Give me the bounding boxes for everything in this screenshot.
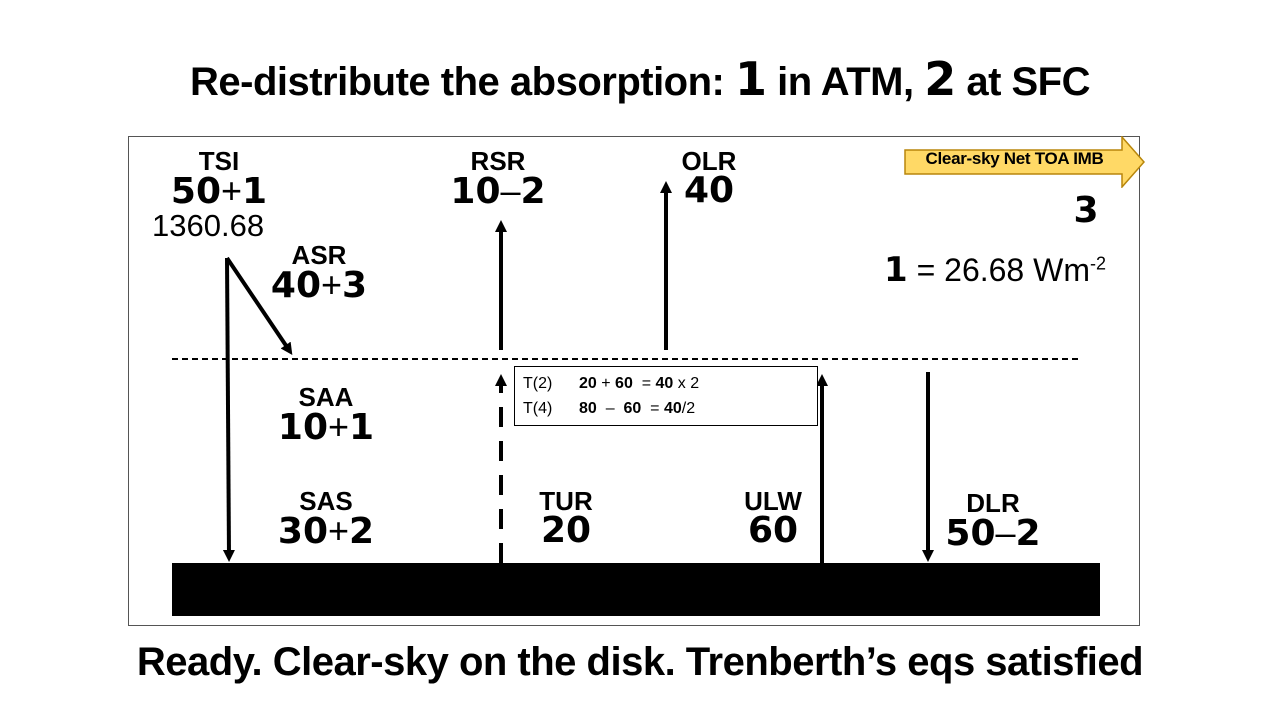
unit-note-number: 1: [884, 250, 908, 290]
asr-value: 40+3: [270, 264, 368, 306]
ulw-value: 60: [747, 510, 799, 551]
sas-value: 30+2: [277, 510, 375, 552]
asr-label: ASR: [291, 240, 347, 270]
olr-label: OLR: [681, 146, 737, 176]
dlr-label: DLR: [966, 488, 1020, 518]
surface-bar: [172, 563, 1100, 616]
rsr-value: 10–2: [450, 170, 546, 212]
title-text-2: in ATM,: [766, 60, 925, 104]
equation-row-1: T(2)20 + 60 = 40 x 2: [523, 375, 700, 392]
sas-label: SAS: [299, 486, 353, 516]
toa-boundary-line: [172, 358, 1078, 360]
slide-footer: Ready. Clear-sky on the disk. Trenberth’…: [136, 640, 1144, 684]
unit-note-exponent: -2: [1089, 253, 1106, 274]
banner-label: Clear-sky Net TOA IMB: [925, 149, 1104, 168]
rsr-label: RSR: [470, 146, 526, 176]
saa-value: 10+1: [277, 406, 375, 448]
ulw-label: ULW: [744, 486, 802, 516]
title-text-3: at SFC: [955, 60, 1090, 104]
tsi-detail: 1360.68: [152, 208, 265, 243]
tur-label: TUR: [539, 486, 593, 516]
olr-value: 40: [683, 170, 735, 211]
title-number-1: 1: [734, 52, 767, 106]
tsi-arrow: [222, 257, 235, 562]
net-toa-imbalance-banner: Clear-sky Net TOA IMB: [904, 135, 1146, 189]
asr-arrow: [225, 256, 293, 355]
unit-note-text: = 26.68 Wm: [907, 252, 1090, 288]
net-toa-imbalance-value: 3: [1073, 190, 1099, 231]
diagram-frame: [128, 136, 1140, 626]
equation-row-2: T(4)80 – 60 = 40/2: [523, 400, 696, 417]
slide-title: Re-distribute the absorption: 1 in ATM, …: [0, 52, 1280, 106]
title-text-1: Re-distribute the absorption:: [189, 60, 735, 104]
tur-value: 20: [540, 510, 592, 551]
unit-note: 1 = 26.68 Wm-2: [884, 250, 1106, 290]
banner-arrow-shape: [904, 135, 1145, 189]
equations-box: T(2)20 + 60 = 40 x 2 T(4)80 – 60 = 40/2: [514, 366, 818, 426]
tsi-label: TSI: [198, 146, 240, 176]
dlr-value: 50–2: [945, 512, 1041, 554]
tsi-value: 50+1: [170, 170, 268, 212]
saa-label: SAA: [298, 382, 354, 412]
title-number-2: 2: [924, 52, 956, 106]
